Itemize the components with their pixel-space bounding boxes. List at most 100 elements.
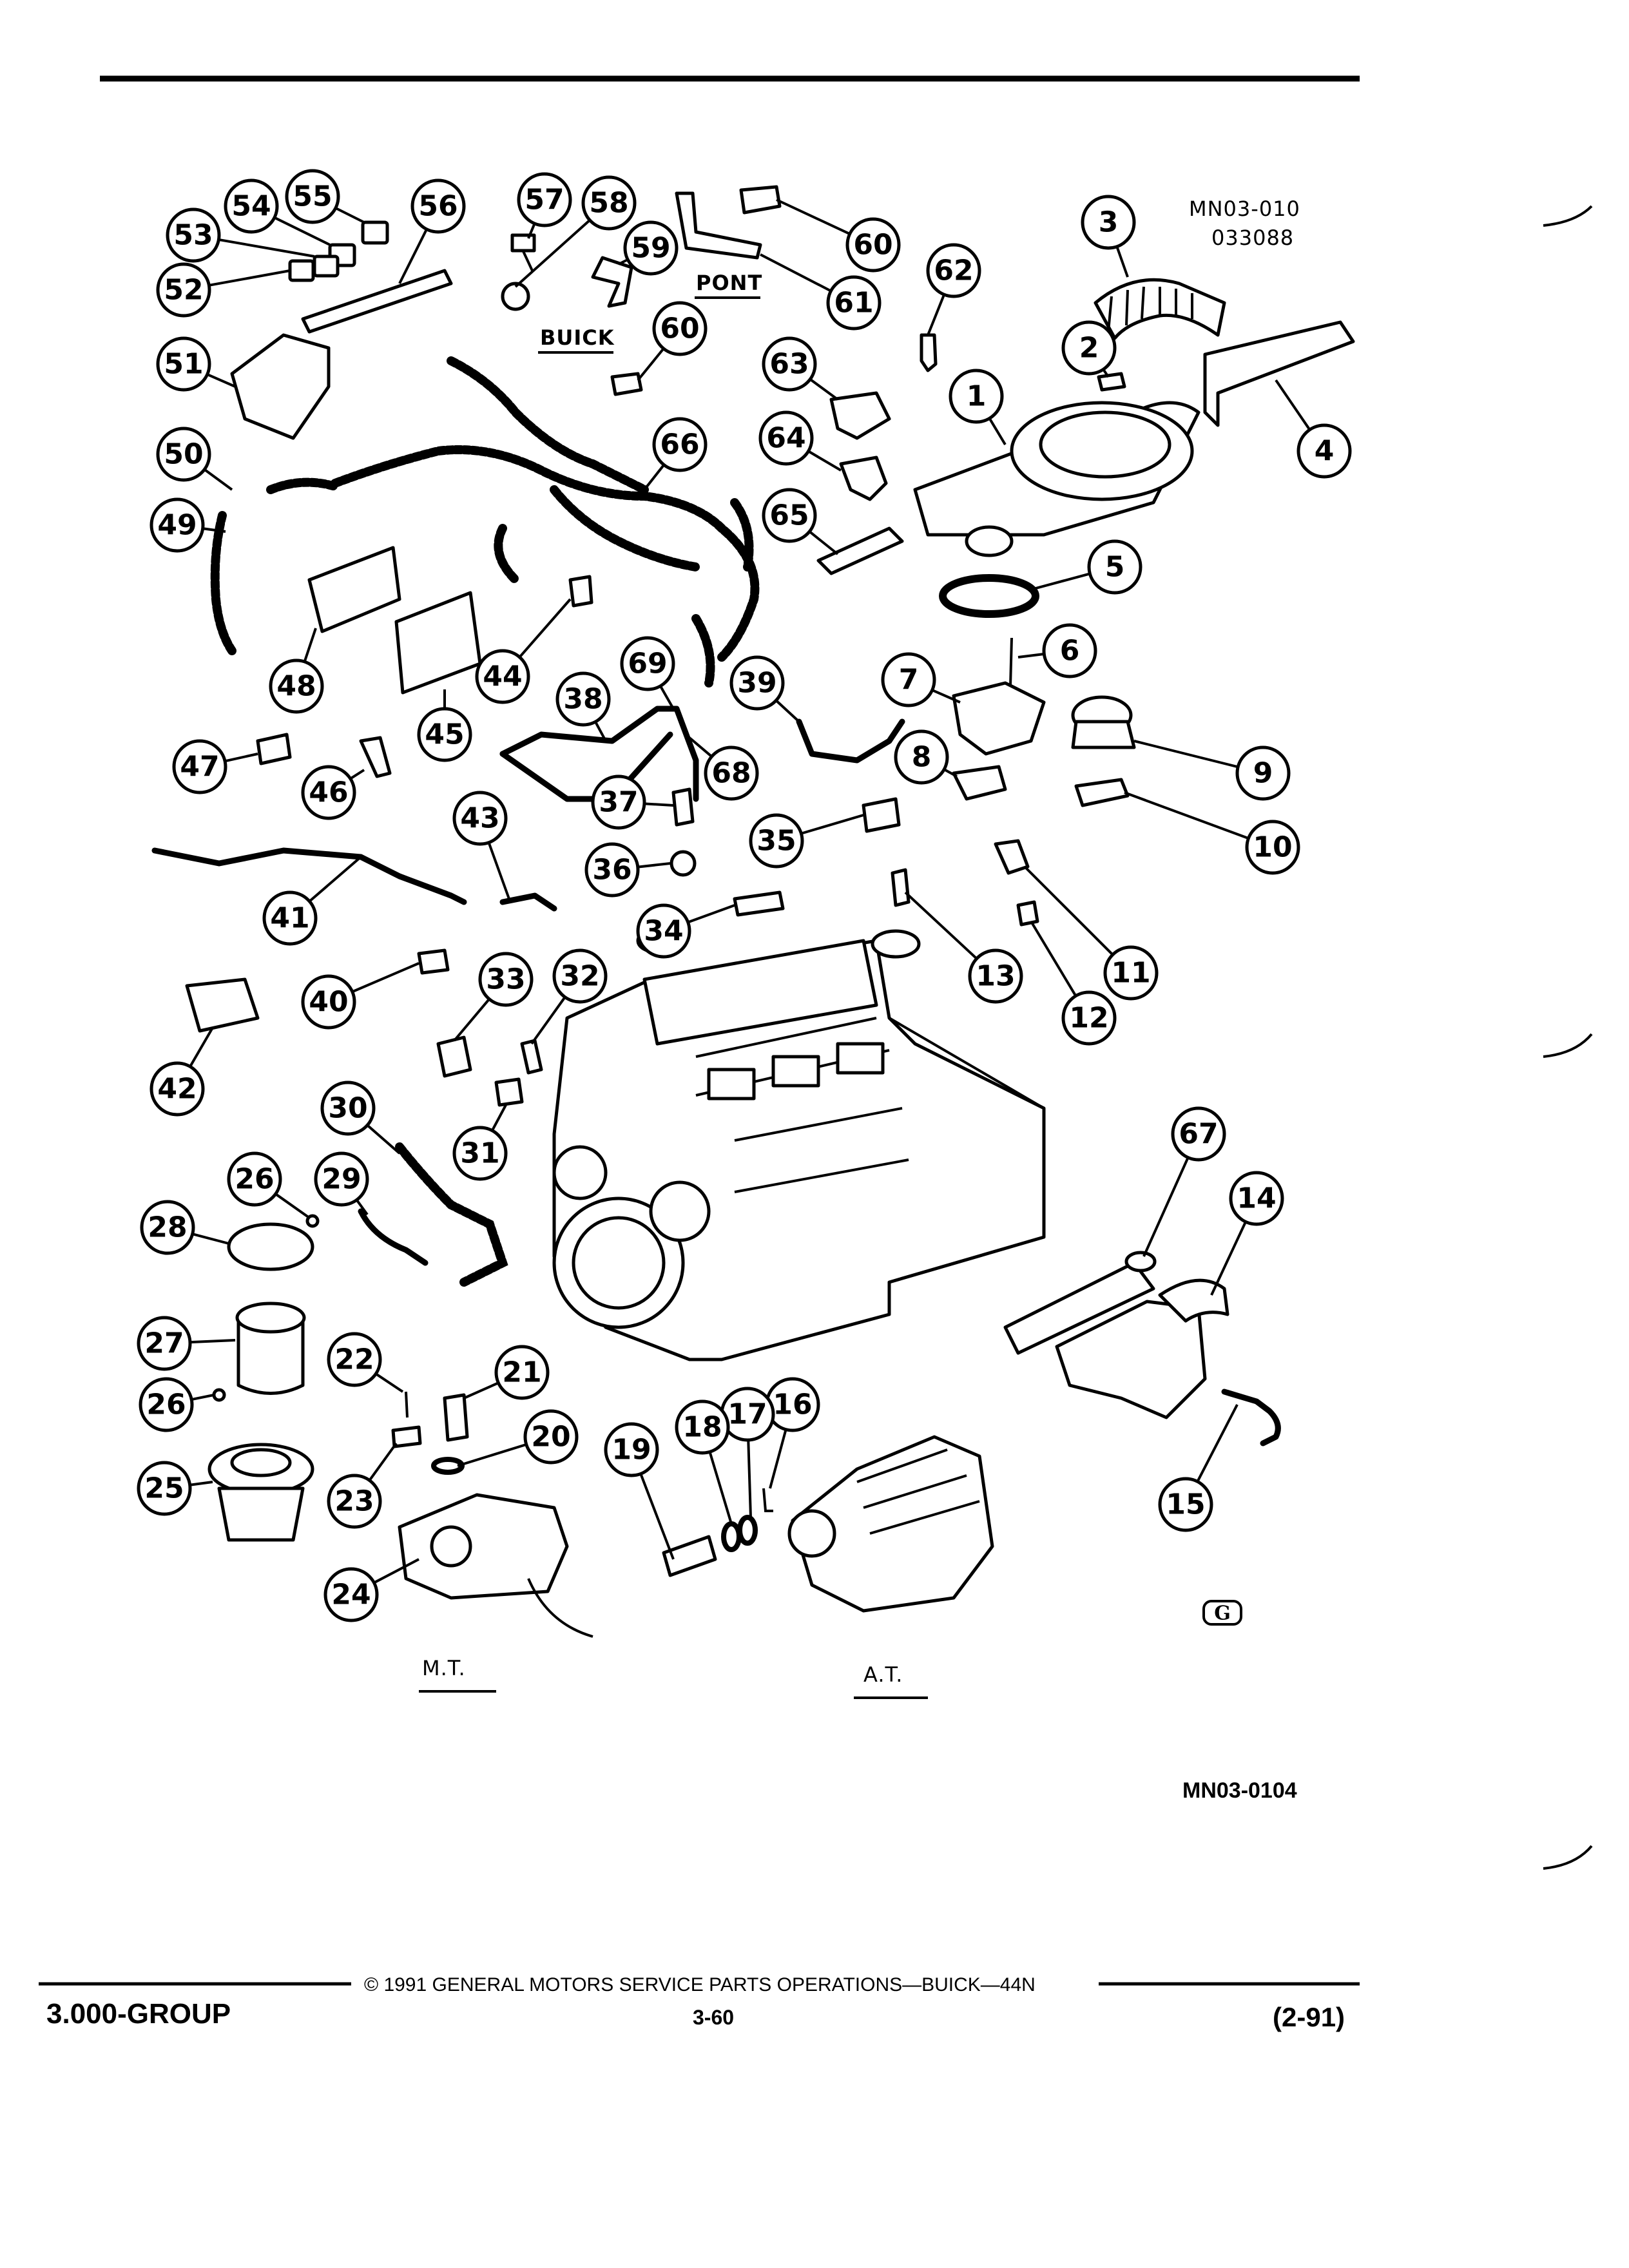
callout-6: 6 — [1042, 623, 1097, 678]
sensor-part-63 — [829, 391, 891, 440]
leader-line-35 — [800, 814, 864, 835]
leader-line-5 — [1030, 572, 1090, 591]
leader-line-27 — [189, 1339, 236, 1344]
leader-line-50 — [204, 468, 233, 491]
leader-line-57 — [527, 223, 536, 239]
clip-part — [920, 333, 938, 372]
callout-number: 59 — [631, 232, 670, 265]
callout-60: 60 — [652, 301, 708, 356]
callout-number: 25 — [144, 1472, 184, 1505]
leader-line-30 — [366, 1124, 401, 1155]
map-sensor — [185, 977, 260, 1033]
bracket-part-43 — [499, 892, 557, 912]
leader-line-43 — [487, 841, 510, 899]
callout-12: 12 — [1061, 990, 1117, 1046]
ref-code-bottom: MN03-0104 — [1182, 1778, 1297, 1803]
fuse-strip — [301, 269, 453, 334]
callout-11: 11 — [1103, 945, 1159, 1001]
leader-line-48 — [303, 628, 317, 662]
callout-21: 21 — [494, 1345, 550, 1400]
manual-transmission — [398, 1493, 593, 1638]
leader-line-18 — [708, 1451, 733, 1524]
leader-line-54 — [274, 216, 331, 246]
callout-number: 3 — [1099, 206, 1119, 239]
callout-57: 57 — [517, 172, 572, 227]
gm-logo: G — [1202, 1600, 1242, 1626]
engine-block — [552, 927, 1046, 1361]
leader-line-60 — [776, 198, 851, 235]
callout-65: 65 — [762, 488, 817, 543]
callout-number: 32 — [560, 960, 599, 993]
leader-line-64 — [807, 450, 842, 472]
callout-number: 5 — [1105, 551, 1125, 584]
callout-64: 64 — [758, 410, 814, 466]
callout-number: 18 — [682, 1411, 722, 1444]
callout-number: 31 — [460, 1137, 499, 1170]
callout-number: 2 — [1079, 332, 1099, 365]
callout-15: 15 — [1158, 1477, 1213, 1532]
sensor-part-37 — [671, 787, 695, 827]
leader-line-1 — [988, 418, 1007, 446]
control-module — [394, 591, 482, 695]
callout-14: 14 — [1229, 1171, 1284, 1226]
leader-line-44 — [518, 598, 572, 658]
callout-35: 35 — [749, 813, 804, 869]
callout-47: 47 — [172, 739, 227, 794]
leader-line-31 — [491, 1104, 507, 1131]
callout-51: 51 — [156, 336, 211, 392]
callout-2: 2 — [1061, 320, 1117, 376]
sensor-part-32 — [520, 1039, 543, 1075]
automatic-transmission — [787, 1435, 994, 1613]
stud-part — [1009, 637, 1013, 687]
leader-line-67 — [1142, 1157, 1190, 1257]
callout-number: 57 — [525, 184, 564, 216]
callout-13: 13 — [968, 948, 1023, 1004]
callout-42: 42 — [149, 1061, 205, 1117]
gasket-part-8 — [952, 765, 1007, 801]
bracket-part-64 — [839, 456, 888, 501]
svg-text:G: G — [1214, 1602, 1231, 1625]
callout-60: 60 — [845, 217, 901, 273]
callout-number: 68 — [711, 757, 751, 790]
callout-number: 61 — [834, 287, 873, 320]
leader-line-9 — [1133, 740, 1239, 769]
bracket-part-59 — [591, 256, 633, 308]
leader-line-32 — [530, 996, 566, 1045]
callout-number: 11 — [1111, 957, 1150, 990]
callout-number: 9 — [1253, 757, 1273, 790]
leader-line-15 — [1196, 1404, 1239, 1483]
leader-line-13 — [904, 891, 978, 960]
screw-part-22 — [405, 1391, 409, 1418]
callout-number: 26 — [146, 1389, 186, 1421]
binder-mark — [1543, 205, 1593, 227]
callout-49: 49 — [149, 497, 205, 553]
leader-line-58 — [514, 219, 591, 288]
callout-number: 47 — [180, 751, 219, 783]
bracket-part-65 — [816, 526, 904, 575]
callout-number: 51 — [164, 348, 203, 381]
callout-39: 39 — [729, 655, 785, 711]
vacuum-tube-39 — [796, 718, 905, 764]
leader-line-59 — [618, 258, 629, 265]
speed-sensor-19 — [662, 1535, 717, 1577]
callout-number: 69 — [628, 648, 667, 680]
callout-number: 4 — [1315, 435, 1335, 468]
sensor-lead — [210, 511, 236, 655]
callout-number: 14 — [1237, 1182, 1276, 1215]
leader-line-24 — [373, 1558, 419, 1584]
egr-valve — [1071, 695, 1136, 749]
footer-copyright: © 1991 GENERAL MOTORS SERVICE PARTS OPER… — [364, 1974, 1036, 1995]
callout-number: 58 — [589, 187, 628, 220]
leader-line-52 — [208, 269, 291, 287]
callout-62: 62 — [926, 243, 981, 298]
screw-26a — [305, 1214, 320, 1228]
callout-number: 56 — [418, 190, 458, 223]
callout-number: 43 — [460, 802, 499, 835]
leader-line-60 — [637, 347, 665, 381]
callout-8: 8 — [894, 729, 949, 785]
gasket-part-10 — [1074, 778, 1130, 807]
o-ring-17 — [737, 1515, 758, 1546]
callout-number: 22 — [334, 1343, 374, 1376]
leader-line-69 — [659, 685, 675, 709]
